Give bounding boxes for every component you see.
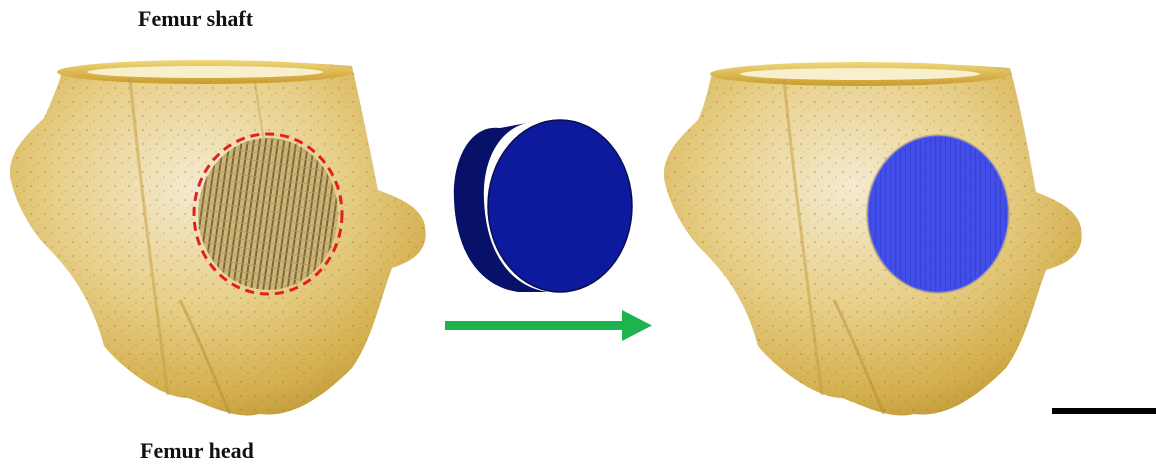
scaffold-cylinder — [454, 120, 632, 292]
bone-with-implant — [664, 62, 1082, 415]
arrow-right-icon — [445, 310, 652, 341]
scale-bar — [1052, 408, 1156, 414]
bone-with-defect — [10, 60, 426, 415]
defect-lattice — [198, 138, 338, 290]
scaffold-front — [488, 120, 632, 292]
